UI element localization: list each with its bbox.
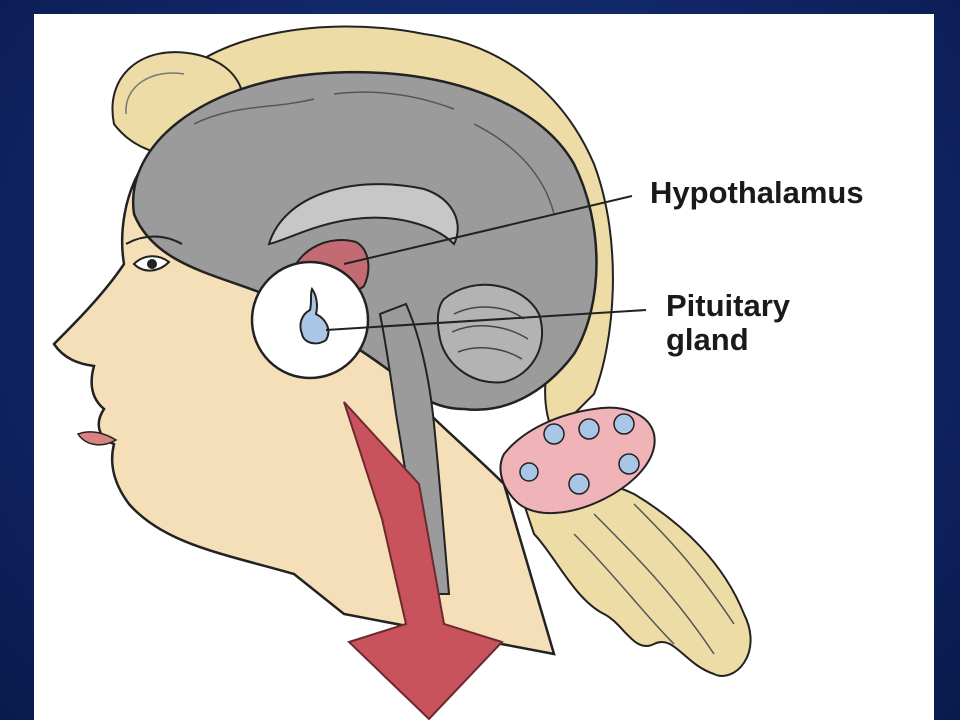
down-arrow-icon (343, 401, 504, 720)
eyebrow (125, 235, 183, 245)
pituitary-gland (299, 286, 330, 345)
hypothalamus-leader-line (343, 195, 633, 265)
pituitary-label: Pituitary gland (666, 289, 790, 357)
pituitary-leader-line (325, 309, 647, 331)
slide-panel: Hypothalamus Pituitary gland (34, 14, 934, 720)
scrunchie (499, 406, 656, 515)
pituitary-label-line2: gland (666, 322, 749, 357)
mouth (76, 431, 118, 446)
pituitary-label-line1: Pituitary (666, 288, 791, 323)
ponytail (512, 472, 752, 677)
corpus-callosum (267, 183, 459, 246)
hypothalamus-label: Hypothalamus (650, 175, 864, 210)
head-brain-diagram (52, 25, 752, 720)
eye-pupil (147, 259, 157, 269)
